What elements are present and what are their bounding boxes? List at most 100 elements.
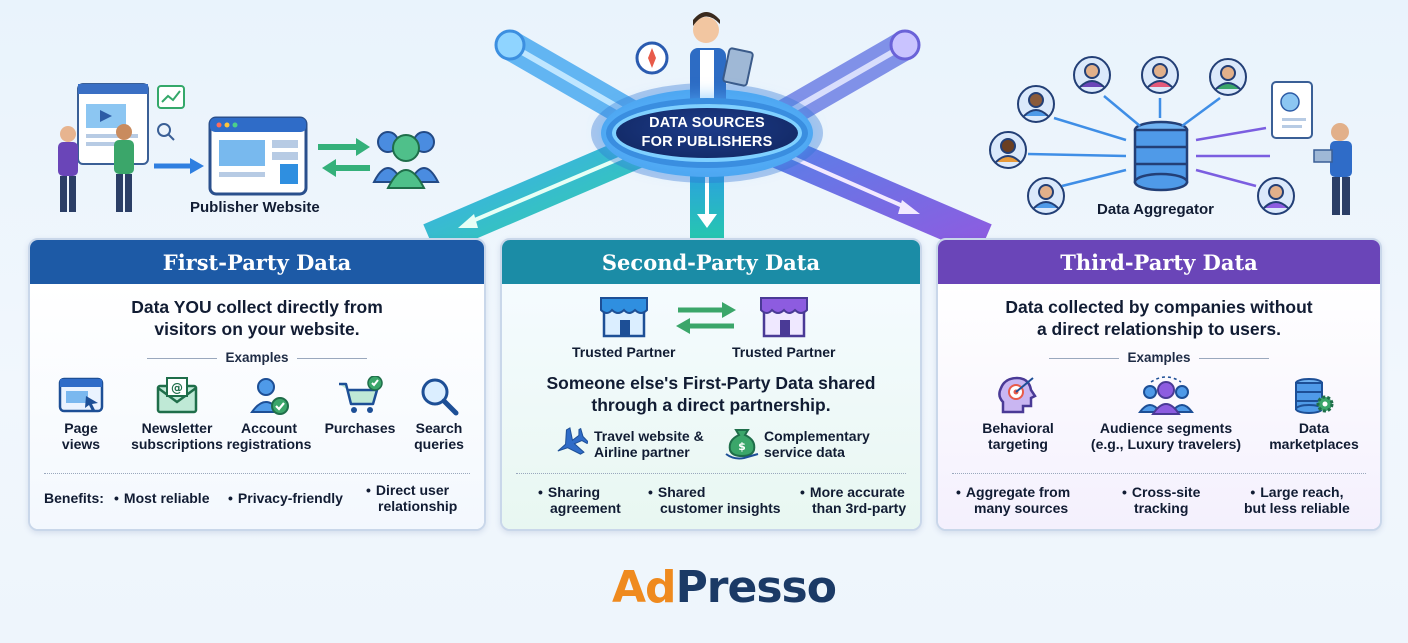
example-audience-segments: Audience segments (e.g., Luxury traveler… [1082, 376, 1250, 452]
envelope-icon: @ [156, 377, 198, 414]
first-party-examples-label: Examples [30, 350, 484, 365]
benefit-cross-site: Cross-site tracking [1122, 484, 1200, 516]
example-marketplaces-l2: marketplaces [1269, 436, 1359, 452]
benefit-direct-user: Direct user relationship [366, 482, 457, 514]
benefit-more-accurate: More accurate than 3rd-party [800, 484, 906, 516]
logo-part-presso: Presso [675, 562, 837, 613]
benefit-accurate-l2: than 3rd-party [812, 500, 907, 516]
example-behavioral-l1: Behavioral [982, 420, 1054, 436]
third-party-title: Third-Party Data [938, 240, 1380, 284]
cart-icon [339, 376, 383, 413]
benefit-accurate-l1: More accurate [800, 484, 906, 500]
example-account-l1: Account [241, 420, 297, 436]
svg-text:@: @ [171, 381, 183, 395]
benefit-cross-site-l1: Cross-site [1122, 484, 1200, 500]
benefit-direct-user-l2: relationship [378, 498, 458, 514]
user-check-icon [250, 378, 289, 415]
benefit-aggregate-l2: many sources [974, 500, 1069, 516]
example-complementary-l1: Complementary [764, 428, 870, 444]
benefit-cross-site-l2: tracking [1133, 500, 1189, 516]
second-party-description: Someone else's First-Party Data shared t… [502, 372, 920, 416]
publisher-website-icon [208, 116, 308, 196]
third-party-examples-label: Examples [938, 350, 1380, 365]
third-party-description-line2: a direct relationship to users. [1036, 319, 1282, 339]
benefit-sharing-agreement: Sharing agreement [538, 484, 621, 516]
benefit-shared-l2: customer insights [660, 500, 781, 516]
second-party-divider [516, 473, 906, 474]
browser-icon [58, 377, 104, 413]
example-behavioral-l2: targeting [988, 436, 1048, 452]
benefit-large-reach-l2: but less reliable [1244, 500, 1350, 516]
adpresso-logo: AdPresso [612, 562, 837, 613]
database-gear-icon [1295, 378, 1334, 414]
benefits-label: Benefits: [44, 490, 104, 506]
example-audience-l1: Audience segments [1099, 420, 1233, 436]
example-search-l2: queries [414, 436, 464, 452]
hub-title: DATA SOURCES FOR PUBLISHERS [612, 104, 802, 162]
benefit-sharing-l2: agreement [550, 500, 621, 516]
logo-part-ad: Ad [612, 562, 677, 613]
first-party-description: Data YOU collect directly from visitors … [30, 296, 484, 340]
benefit-aggregate: Aggregate from many sources [956, 484, 1070, 516]
head-target-icon [998, 376, 1037, 414]
storefront-icon-a [600, 297, 648, 338]
first-party-title: First-Party Data [30, 240, 484, 284]
example-purchases: Purchases [320, 376, 400, 436]
data-aggregator-illustration [1133, 120, 1189, 192]
third-party-card: Third-Party Data Data collected by compa… [936, 238, 1382, 531]
team-at-board-illustration [58, 83, 204, 212]
trusted-partner-b-label: Trusted Partner [732, 344, 836, 360]
storefront-icon-b [760, 297, 808, 338]
example-audience-l2: (e.g., Luxury travelers) [1090, 436, 1242, 452]
trusted-partner-a-label: Trusted Partner [572, 344, 676, 360]
example-account-registrations: Account registrations [224, 376, 314, 452]
users-group-icon [372, 131, 440, 189]
example-purchases-l1: Purchases [324, 420, 396, 436]
first-party-divider [44, 473, 470, 474]
benefit-privacy-friendly: Privacy-friendly [228, 490, 343, 506]
benefit-large-reach-l1: Large reach, [1244, 484, 1350, 500]
first-party-description-line2: visitors on your website. [154, 319, 360, 339]
example-search-l1: Search [415, 420, 463, 436]
example-newsletter: @ Newsletter subscriptions [118, 376, 236, 452]
svg-text:$: $ [738, 440, 746, 453]
example-search-queries: Search queries [404, 376, 474, 452]
example-page-views-l2: views [61, 436, 101, 452]
money-bag-icon: $ [725, 429, 759, 460]
example-travel-airline-label: Travel website & Airline partner [594, 428, 704, 460]
example-page-views: Page views [46, 376, 116, 452]
third-party-divider [952, 473, 1366, 474]
first-party-card: First-Party Data Data YOU collect direct… [28, 238, 486, 531]
example-complementary-l2: service data [764, 444, 845, 460]
magnifier-icon [421, 378, 459, 416]
data-aggregator-label: Data Aggregator [1097, 201, 1214, 218]
first-party-description-line1: Data YOU collect directly from [131, 297, 383, 317]
example-newsletter-l2: subscriptions [131, 436, 223, 452]
aggregator-arrows [1027, 95, 1270, 188]
airplane-icon [557, 427, 588, 455]
second-party-title: Second-Party Data [502, 240, 920, 284]
example-complementary-label: Complementary service data [764, 428, 870, 460]
benefit-large-reach: Large reach, but less reliable [1244, 484, 1350, 516]
example-account-l2: registrations [226, 436, 312, 452]
third-party-description: Data collected by companies without a di… [938, 296, 1380, 340]
analyst-figure [1271, 81, 1352, 215]
benefit-sharing-l1: Sharing [538, 484, 621, 500]
second-party-description-line2: through a direct partnership. [591, 395, 831, 415]
example-travel-l1: Travel website & [594, 428, 704, 444]
example-travel-l2: Airline partner [594, 444, 690, 460]
group-icon [1138, 376, 1194, 415]
benefit-shared-insights: Shared customer insights [648, 484, 781, 516]
benefit-most-reliable: Most reliable [114, 490, 210, 506]
hub-title-line1: DATA SOURCES [649, 115, 765, 131]
benefit-shared-l1: Shared [648, 484, 781, 500]
publisher-website-label: Publisher Website [190, 199, 320, 216]
third-party-description-line1: Data collected by companies without [1005, 297, 1313, 317]
second-party-card: Second-Party Data Trusted Partner Truste… [500, 238, 922, 531]
partner-exchange-arrows-icon [676, 302, 736, 334]
contributor-avatars [989, 56, 1295, 215]
exchange-arrows-icon [318, 138, 370, 177]
example-behavioral-targeting: Behavioral targeting [968, 376, 1068, 452]
example-page-views-l1: Page [64, 420, 98, 436]
example-newsletter-l1: Newsletter [141, 420, 213, 436]
